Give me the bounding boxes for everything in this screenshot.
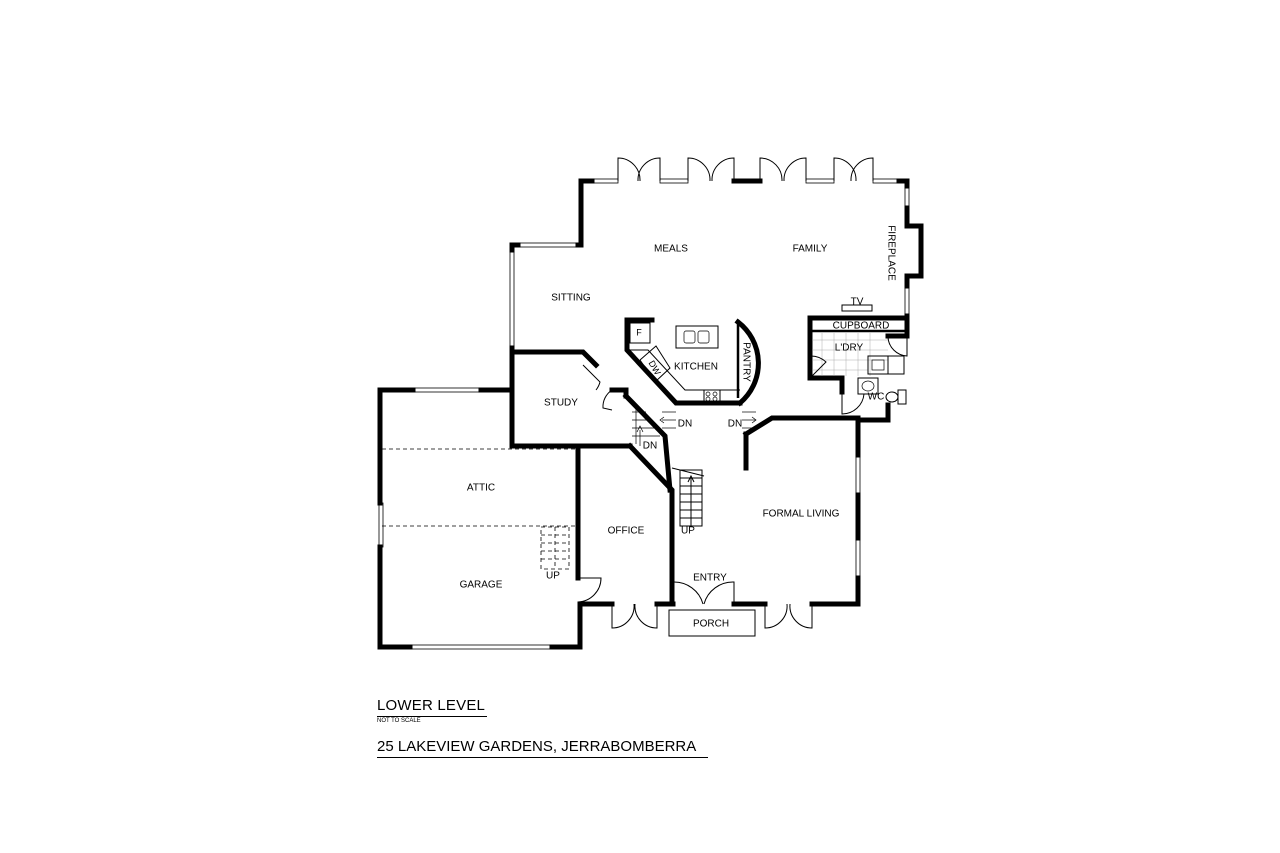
scale-note: NOT TO SCALE (377, 718, 421, 724)
label-office: OFFICE (608, 526, 645, 537)
laundry-fittings (812, 304, 907, 405)
label-entry: ENTRY (693, 573, 727, 584)
label-kitchen: KITCHEN (674, 362, 718, 373)
label-attic: ATTIC (467, 483, 495, 494)
label-formal-living: FORMAL LIVING (763, 509, 840, 520)
doors (577, 157, 908, 629)
label-fridge: F (636, 327, 642, 337)
label-tv: TV (851, 297, 864, 308)
kitchen-fittings (627, 322, 740, 404)
label-up-stairs: UP (681, 526, 695, 537)
room-labels: MEALS FAMILY FIREPLACE SITTING TV CUPBOA… (460, 225, 897, 629)
attic-outline (382, 448, 576, 527)
interior-walls (509, 315, 910, 607)
label-down-stairs: DN (643, 441, 657, 452)
label-study: STUDY (544, 398, 578, 409)
label-pantry: PANTRY (740, 342, 751, 382)
label-family: FAMILY (793, 244, 828, 255)
label-porch: PORCH (693, 619, 729, 630)
label-fireplace: FIREPLACE (885, 225, 896, 281)
label-garage: GARAGE (460, 580, 503, 591)
label-down-right: DN (728, 419, 742, 430)
label-laundry: L'DRY (835, 343, 864, 354)
label-sitting: SITTING (551, 293, 591, 304)
stairs (540, 404, 757, 570)
label-cupboard: CUPBOARD (833, 321, 890, 332)
label-down-kitchen: DN (678, 419, 692, 430)
exterior-walls (377, 178, 924, 650)
label-up-garage: UP (546, 571, 560, 582)
porch-outline (668, 609, 756, 637)
label-meals: MEALS (654, 244, 688, 255)
property-address: 25 LAKEVIEW GARDENS, JERRABOMBERRA (377, 738, 708, 758)
label-wc: WC (868, 392, 885, 403)
level-title: LOWER LEVEL (377, 697, 487, 717)
